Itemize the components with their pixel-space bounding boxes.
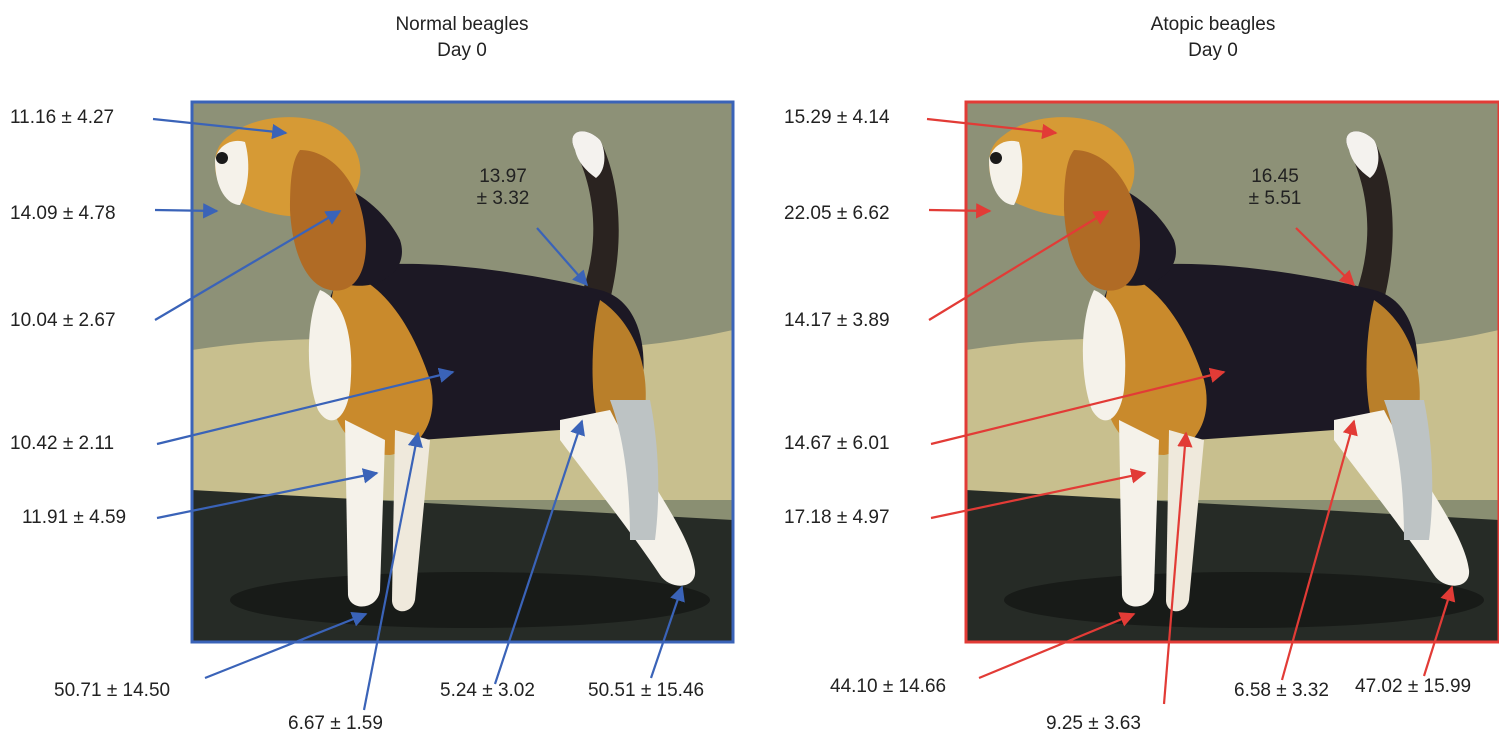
value-axilla: 6.67 ± 1.59: [288, 713, 383, 735]
value-back-line-2: ± 3.32: [458, 188, 548, 210]
value-hind-paw: 47.02 ± 15.99: [1355, 676, 1471, 698]
title-line-2: Day 0: [1093, 38, 1333, 64]
value-muzzle: 14.09 ± 4.78: [10, 203, 116, 225]
value-ear: 14.17 ± 3.89: [784, 310, 890, 332]
value-head: 15.29 ± 4.14: [784, 107, 890, 129]
value-groin: 6.58 ± 3.32: [1234, 680, 1329, 702]
value-axilla: 9.25 ± 3.63: [1046, 713, 1141, 735]
panel-atopic-beagles: Atopic beagles Day 0 15.29 ± 4.14 22.05 …: [750, 0, 1499, 746]
arrow-muzzle: [929, 210, 990, 211]
arrow-muzzle: [155, 210, 217, 211]
title-line-2: Day 0: [342, 38, 582, 64]
value-back-line-2: ± 5.51: [1230, 188, 1320, 210]
value-hind-paw: 50.51 ± 15.46: [588, 680, 704, 702]
value-back: 13.97 ± 3.32: [458, 166, 548, 210]
value-belly: 14.67 ± 6.01: [784, 433, 890, 455]
value-groin: 5.24 ± 3.02: [440, 680, 535, 702]
value-belly: 10.42 ± 2.11: [10, 433, 114, 455]
value-back-line-1: 13.97: [458, 166, 548, 188]
value-foreleg: 17.18 ± 4.97: [784, 507, 890, 529]
value-front-paw: 44.10 ± 14.66: [830, 676, 946, 698]
value-back: 16.45 ± 5.51: [1230, 166, 1320, 210]
value-head: 11.16 ± 4.27: [10, 107, 114, 129]
value-foreleg: 11.91 ± 4.59: [22, 507, 126, 529]
panel-title: Normal beagles Day 0: [342, 12, 582, 64]
value-ear: 10.04 ± 2.67: [10, 310, 116, 332]
panel-title: Atopic beagles Day 0: [1093, 12, 1333, 64]
panel-normal-beagles: Normal beagles Day 0 11.16 ± 4.27 14.09 …: [0, 0, 749, 746]
title-line-1: Normal beagles: [342, 12, 582, 38]
title-line-1: Atopic beagles: [1093, 12, 1333, 38]
value-front-paw: 50.71 ± 14.50: [54, 680, 170, 702]
value-muzzle: 22.05 ± 6.62: [784, 203, 890, 225]
value-back-line-1: 16.45: [1230, 166, 1320, 188]
